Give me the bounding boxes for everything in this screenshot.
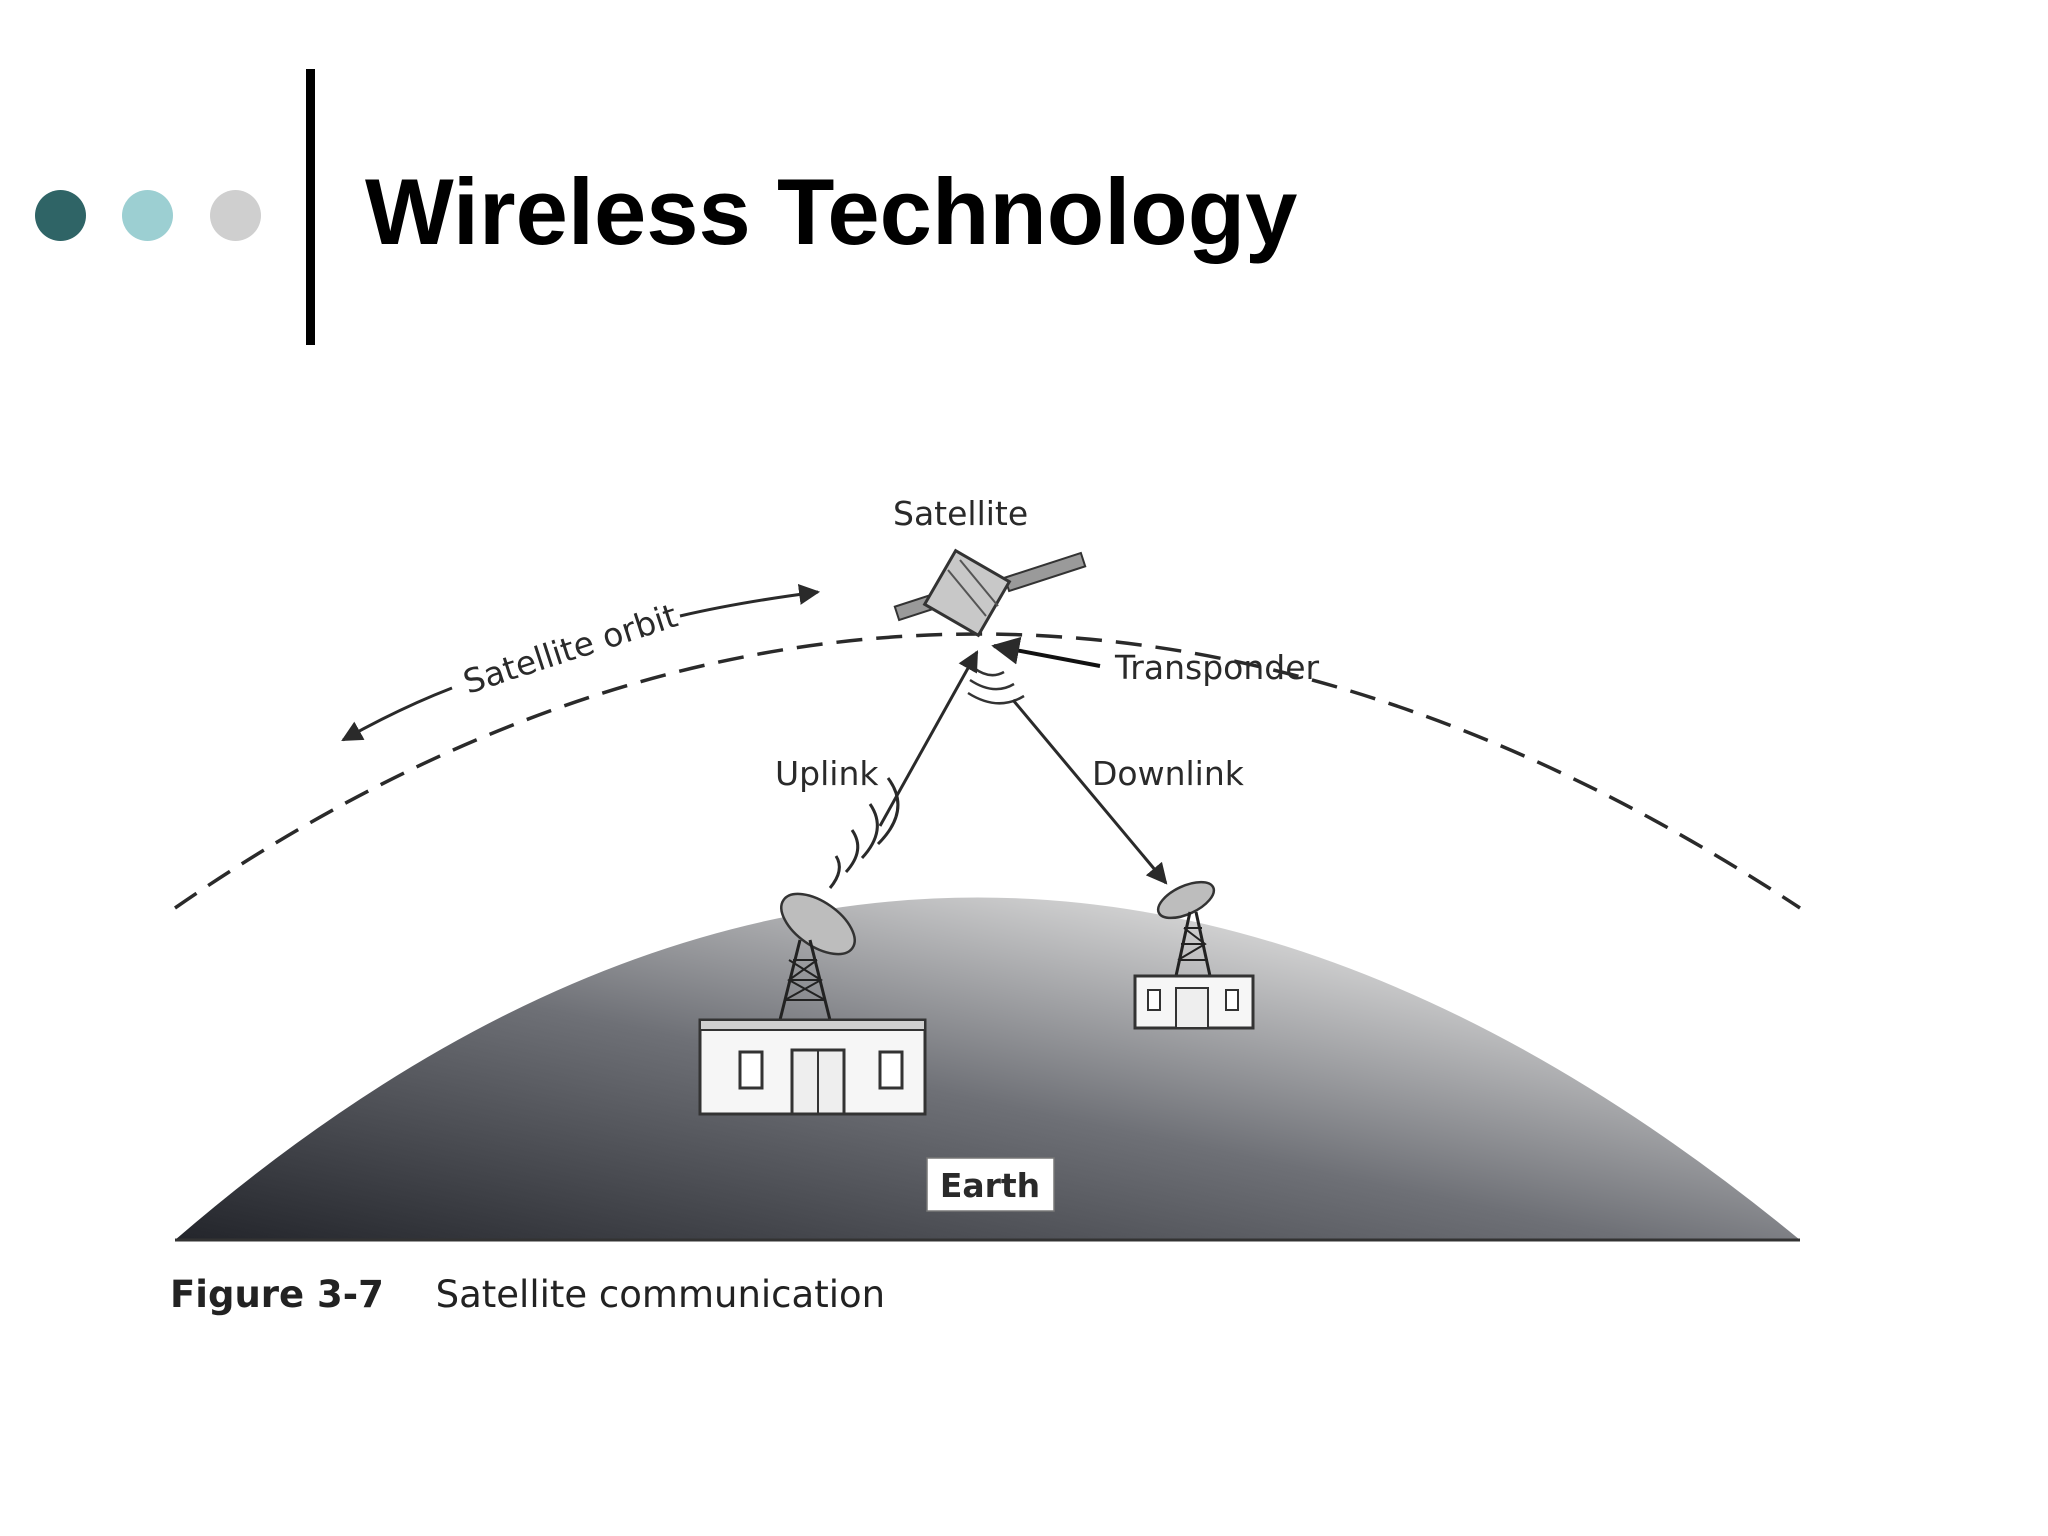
- figure-caption: Figure 3-7 Satellite communication: [170, 1273, 885, 1316]
- transponder-signal-icon: [967, 666, 1025, 705]
- uplink-ground-station-icon: [698, 892, 927, 1116]
- figure-caption-text: Satellite communication: [435, 1273, 886, 1316]
- downlink-ground-station-icon: [1133, 880, 1255, 1030]
- figure-number: Figure 3-7: [170, 1273, 384, 1316]
- bullet-dot-dark: [35, 190, 86, 241]
- orbit-arrow-right: [679, 583, 821, 618]
- downlink-arrow: [1011, 699, 1168, 885]
- title-divider: [306, 69, 315, 345]
- earth-label: Earth: [940, 1166, 1040, 1205]
- transponder-label: Transponder: [1114, 648, 1320, 687]
- satellite-icon: [893, 548, 1087, 638]
- orbit-label: Satellite orbit: [458, 596, 682, 702]
- transponder-arrow: [991, 636, 1101, 668]
- earth-label-box: [926, 1157, 1055, 1212]
- satellite-label: Satellite: [893, 494, 1028, 533]
- earth-shape: [175, 897, 1800, 1240]
- bullet-dot-gray: [210, 190, 261, 241]
- uplink-arrow: [878, 650, 979, 827]
- orbit-arrow-left: [341, 686, 453, 742]
- slide-title: Wireless Technology: [365, 159, 1298, 264]
- downlink-label: Downlink: [1092, 754, 1245, 793]
- bullet-dot-teal: [122, 190, 173, 241]
- uplink-signal-icon: [828, 777, 900, 889]
- uplink-label: Uplink: [775, 754, 879, 793]
